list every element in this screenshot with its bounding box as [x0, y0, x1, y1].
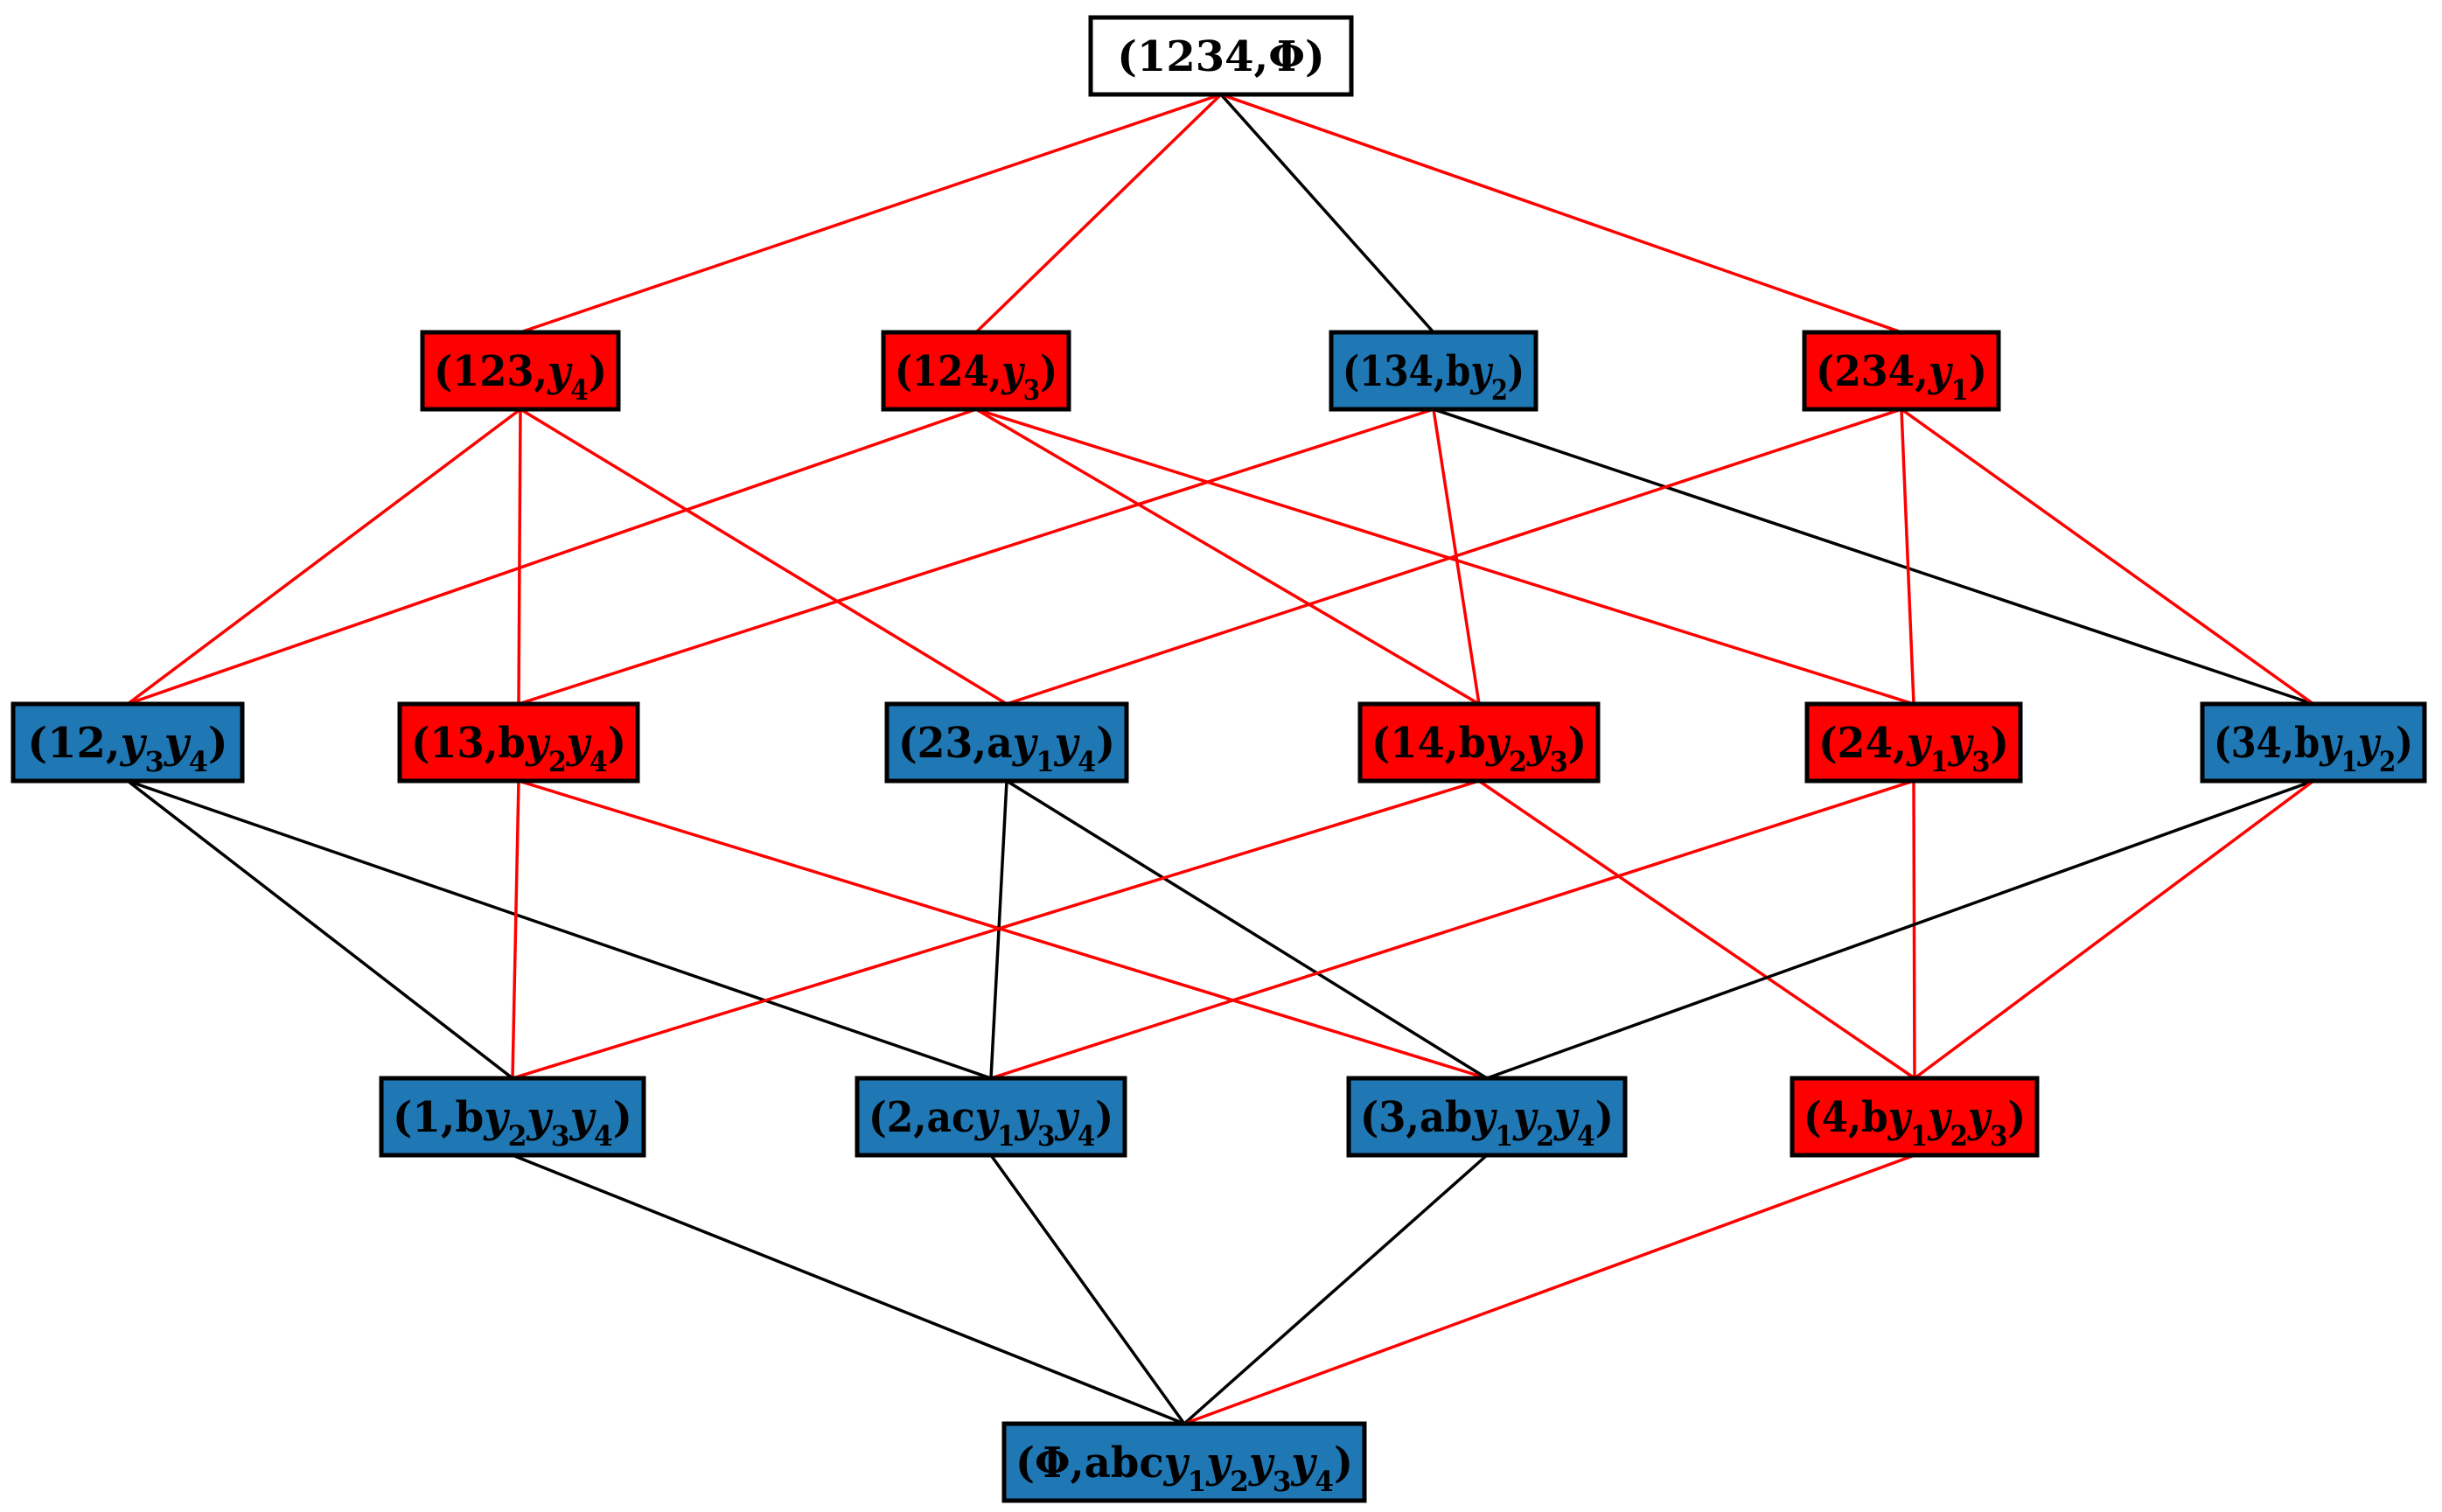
node-box-123 [420, 330, 621, 412]
edge-124-24 [975, 408, 1915, 706]
edge-13-1 [511, 780, 520, 1079]
node-14: (14,by2y3) [1357, 701, 1601, 784]
node-34: (34,by1y2) [2200, 701, 2427, 784]
edge-1-phi [512, 1153, 1185, 1425]
edge-1234-123 [520, 93, 1222, 334]
edge-4-phi [1183, 1153, 1915, 1425]
edge-34-4 [1913, 779, 2315, 1080]
edge-1234-234 [1220, 93, 1902, 334]
edge-124-14 [975, 408, 1480, 706]
node-4: (4,by1y2y3) [1790, 1076, 2040, 1158]
node-23: (23,ay1y4) [884, 701, 1129, 784]
node-label-1: (1,by2y3y4) [393, 1093, 632, 1153]
node-13: (13,by2y4) [397, 701, 640, 784]
node-box-phi [1001, 1421, 1367, 1503]
node-label-34: (34,by1y2) [2214, 719, 2413, 778]
node-box-3 [1346, 1076, 1628, 1158]
node-label-134: (134,by2) [1343, 347, 1525, 407]
edge-3-phi [1183, 1153, 1489, 1425]
node-label-23: (23,ay1y4) [898, 719, 1115, 778]
node-3: (3,aby1y2y4) [1346, 1076, 1628, 1158]
edge-2-phi [989, 1153, 1186, 1425]
edge-12-2 [127, 779, 992, 1080]
node-123: (123,y4) [420, 330, 621, 412]
node-phi: (Φ,abcy1y2y3y4) [1001, 1421, 1367, 1503]
node-box-12 [10, 701, 245, 784]
edge-234-24 [1900, 408, 1915, 705]
node-124: (124,y3) [881, 330, 1071, 412]
node-label-12: (12,y3y4) [27, 719, 227, 778]
node-label-123: (123,y4) [434, 347, 607, 407]
edge-14-1 [512, 779, 1480, 1080]
node-label-4: (4,by1y2y3) [1804, 1093, 2026, 1153]
node-1: (1,by2y3y4) [379, 1076, 646, 1158]
edge-234-23 [1006, 408, 1902, 706]
node-134: (134,by2) [1329, 330, 1538, 412]
node-box-23 [884, 701, 1129, 784]
edge-24-4 [1912, 780, 1916, 1079]
node-box-14 [1357, 701, 1601, 784]
node-label-124: (124,y3) [895, 347, 1057, 407]
node-box-24 [1804, 701, 2023, 784]
nodes-layer: (1234,Φ) (123,y4) (124,y3) (134,by2) (234,y1… [10, 15, 2427, 1503]
edge-12-1 [126, 779, 514, 1080]
edge-23-3 [1006, 779, 1488, 1080]
edge-1234-124 [974, 93, 1223, 334]
node-label-1234: (1234,Φ) [1117, 32, 1325, 81]
edge-123-23 [520, 408, 1008, 706]
node-box-1234 [1088, 15, 1354, 97]
node-24: (24,y1y3) [1804, 701, 2023, 784]
edge-134-34 [1433, 408, 2314, 706]
node-label-24: (24,y1y3) [1818, 719, 2009, 778]
node-box-1 [379, 1076, 646, 1158]
edge-234-34 [1900, 408, 2315, 706]
node-box-13 [397, 701, 640, 784]
edge-124-12 [127, 408, 977, 706]
node-2: (2,acy1y3y4) [855, 1076, 1127, 1158]
node-label-14: (14,by2y3) [1371, 719, 1587, 778]
node-box-34 [2200, 701, 2427, 784]
edge-123-12 [126, 408, 522, 706]
edge-134-13 [518, 408, 1434, 706]
node-box-234 [1802, 330, 2001, 412]
node-box-4 [1790, 1076, 2040, 1158]
edge-1234-134 [1219, 93, 1435, 334]
node-box-124 [881, 330, 1071, 412]
node-234: (234,y1) [1802, 330, 2001, 412]
node-label-phi: (Φ,abcy1y2y3y4) [1015, 1439, 1353, 1498]
node-label-3: (3,aby1y2y4) [1360, 1093, 1614, 1153]
edge-13-3 [518, 779, 1488, 1080]
edge-14-4 [1478, 779, 1915, 1080]
node-label-2: (2,acy1y3y4) [869, 1093, 1113, 1153]
edge-123-13 [517, 408, 522, 705]
node-label-13: (13,by2y4) [411, 719, 626, 778]
node-box-134 [1329, 330, 1538, 412]
node-label-234: (234,y1) [1816, 347, 1987, 407]
edges-layer [126, 93, 2315, 1425]
node-12: (12,y3y4) [10, 701, 245, 784]
node-1234: (1234,Φ) [1088, 15, 1354, 97]
edge-34-3 [1486, 779, 2314, 1080]
edge-24-2 [990, 779, 1915, 1080]
node-box-2 [855, 1076, 1127, 1158]
